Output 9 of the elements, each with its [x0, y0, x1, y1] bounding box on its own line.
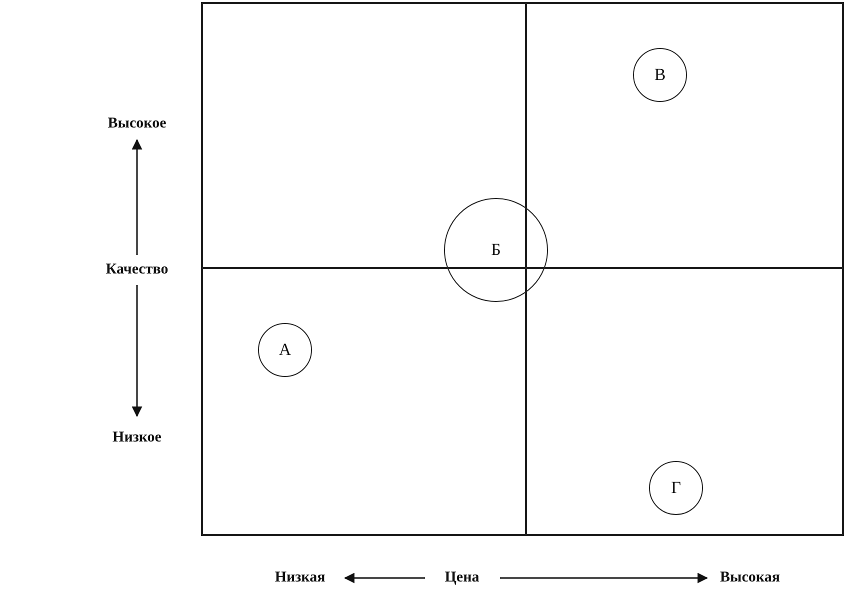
- node-label: В: [654, 65, 666, 85]
- node-label: А: [278, 340, 292, 360]
- node-label: Б: [491, 240, 501, 260]
- circle-node: [633, 48, 687, 102]
- circle-node: [444, 198, 548, 302]
- circle-node: [258, 323, 312, 377]
- circle-node: [649, 461, 703, 515]
- node-label: Г: [671, 478, 681, 498]
- axis-title: Цена: [442, 570, 482, 586]
